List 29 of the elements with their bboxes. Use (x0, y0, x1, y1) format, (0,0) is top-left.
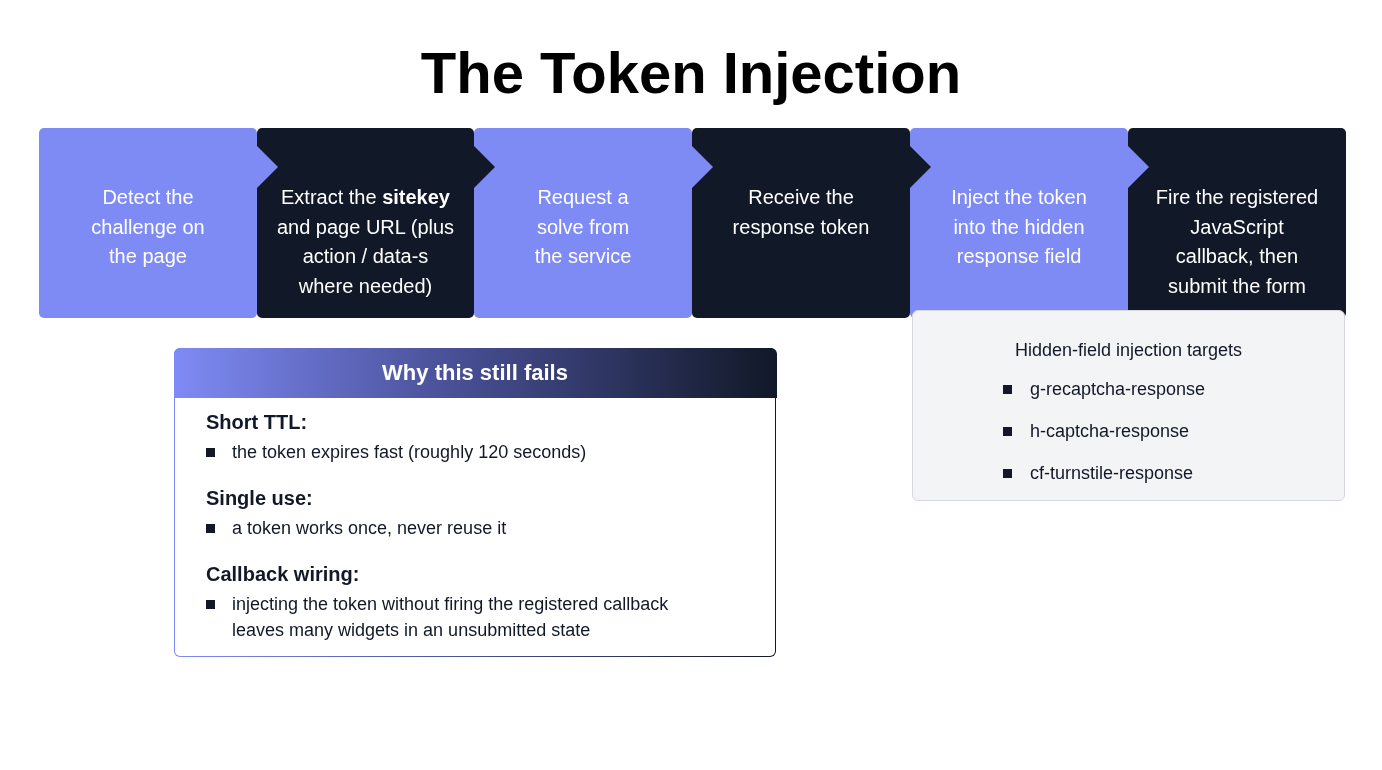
chevron-arrow (692, 146, 713, 188)
bullet-text: the token expires fast (roughly 120 seconds) (232, 440, 587, 464)
step-text: Fire the registered JavaScript callback, then submit the form (1154, 185, 1320, 299)
process-step (257, 128, 474, 318)
process-step (39, 128, 257, 318)
process-step (692, 128, 910, 318)
step-text: Receive the response token (731, 185, 871, 240)
info-panel (912, 310, 1345, 501)
step-text: Request a solve from the service (533, 185, 633, 269)
step-text: Detect the challenge on the page (90, 185, 206, 269)
process-step (910, 128, 1128, 318)
panel-heading: Hidden-field injection targets (1014, 339, 1243, 362)
list-item-text: g-recaptcha-response (1030, 378, 1206, 401)
step-text: Inject the token into the hidden response field (950, 185, 1088, 269)
list-item-text: cf-turnstile-response (1030, 462, 1194, 485)
diagram-title: The Token Injection (420, 39, 962, 107)
list-item-text: h-captcha-response (1030, 420, 1190, 443)
info-panel (174, 348, 776, 657)
chevron-arrow (910, 146, 931, 188)
chevron-arrow (474, 146, 495, 188)
step-text: Extract the sitekey and page URL (plus action / data-s where needed) (275, 185, 456, 299)
process-step (474, 128, 692, 318)
bullet-text: injecting the token without firing the registered callback leaves many widgets in an unsubmitted state (232, 592, 670, 642)
subheading: Single use: (206, 485, 313, 510)
bullet-text: a token works once, never reuse it (232, 516, 507, 540)
subheading: Callback wiring: (206, 561, 360, 586)
subheading: Short TTL: (206, 409, 308, 434)
panel-header: Why this still fails (173, 347, 777, 398)
chevron-arrow (1128, 146, 1149, 188)
